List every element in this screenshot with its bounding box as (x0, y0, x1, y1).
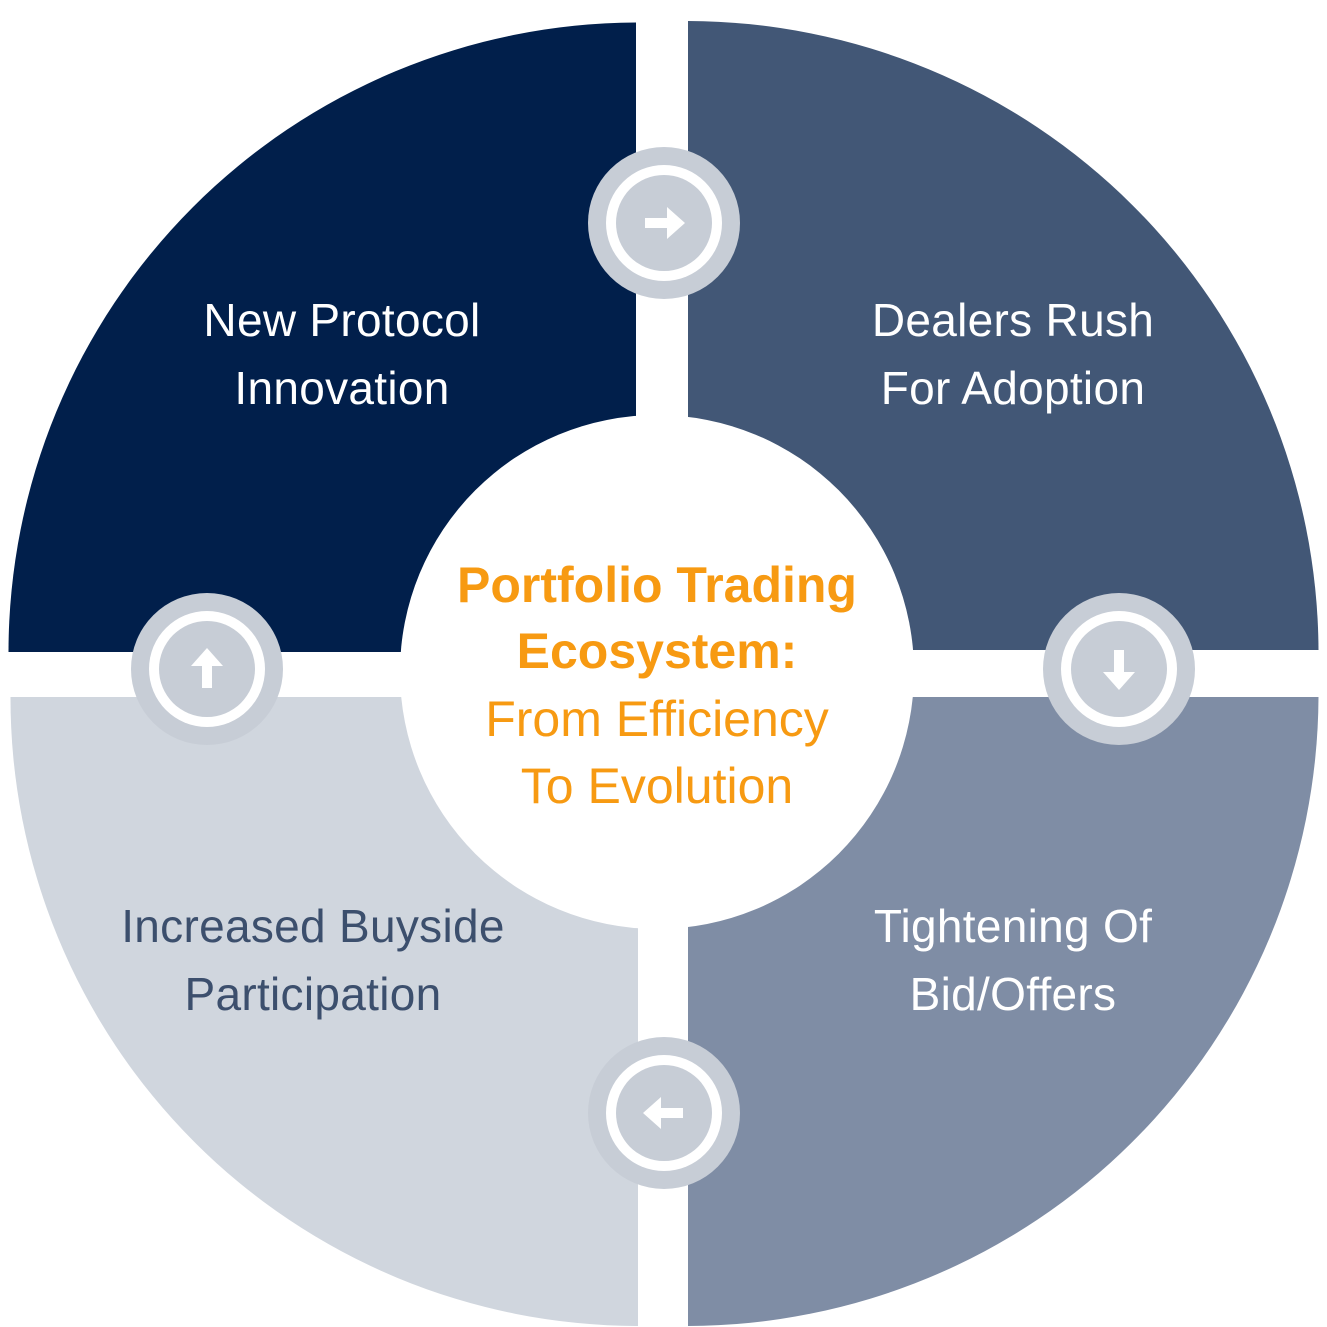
bottom-right-label-line2: Bid/Offers (910, 968, 1117, 1020)
bottom-right-label-line1: Tightening Of (874, 900, 1152, 952)
arrow-up-icon (191, 648, 223, 688)
center-subtitle-line1: From Efficiency (485, 691, 829, 747)
quadrant-bottom-right (688, 697, 1319, 1326)
bottom-left-label-line1: Increased Buyside (121, 900, 505, 952)
center-title-line1: Portfolio Trading (457, 557, 857, 613)
center-circle (400, 415, 914, 929)
center-title-line2: Ecosystem: (517, 623, 798, 679)
arrow-badge-bottom (588, 1037, 740, 1189)
center-subtitle-line2: To Evolution (521, 758, 793, 814)
arrow-badge-right (1043, 593, 1195, 745)
quadrant-top-right (688, 21, 1319, 650)
arrow-down-icon (1103, 650, 1135, 690)
arrow-badge-left (131, 593, 283, 745)
top-left-label-line2: Innovation (234, 362, 449, 414)
arrow-right-icon (645, 207, 685, 239)
arrow-left-icon (643, 1097, 683, 1129)
top-right-label-line1: Dealers Rush (872, 294, 1154, 346)
arrow-badge-top (588, 147, 740, 299)
top-left-label-line1: New Protocol (203, 294, 480, 346)
bottom-left-label-line2: Participation (184, 968, 441, 1020)
top-right-label-line2: For Adoption (881, 362, 1145, 414)
